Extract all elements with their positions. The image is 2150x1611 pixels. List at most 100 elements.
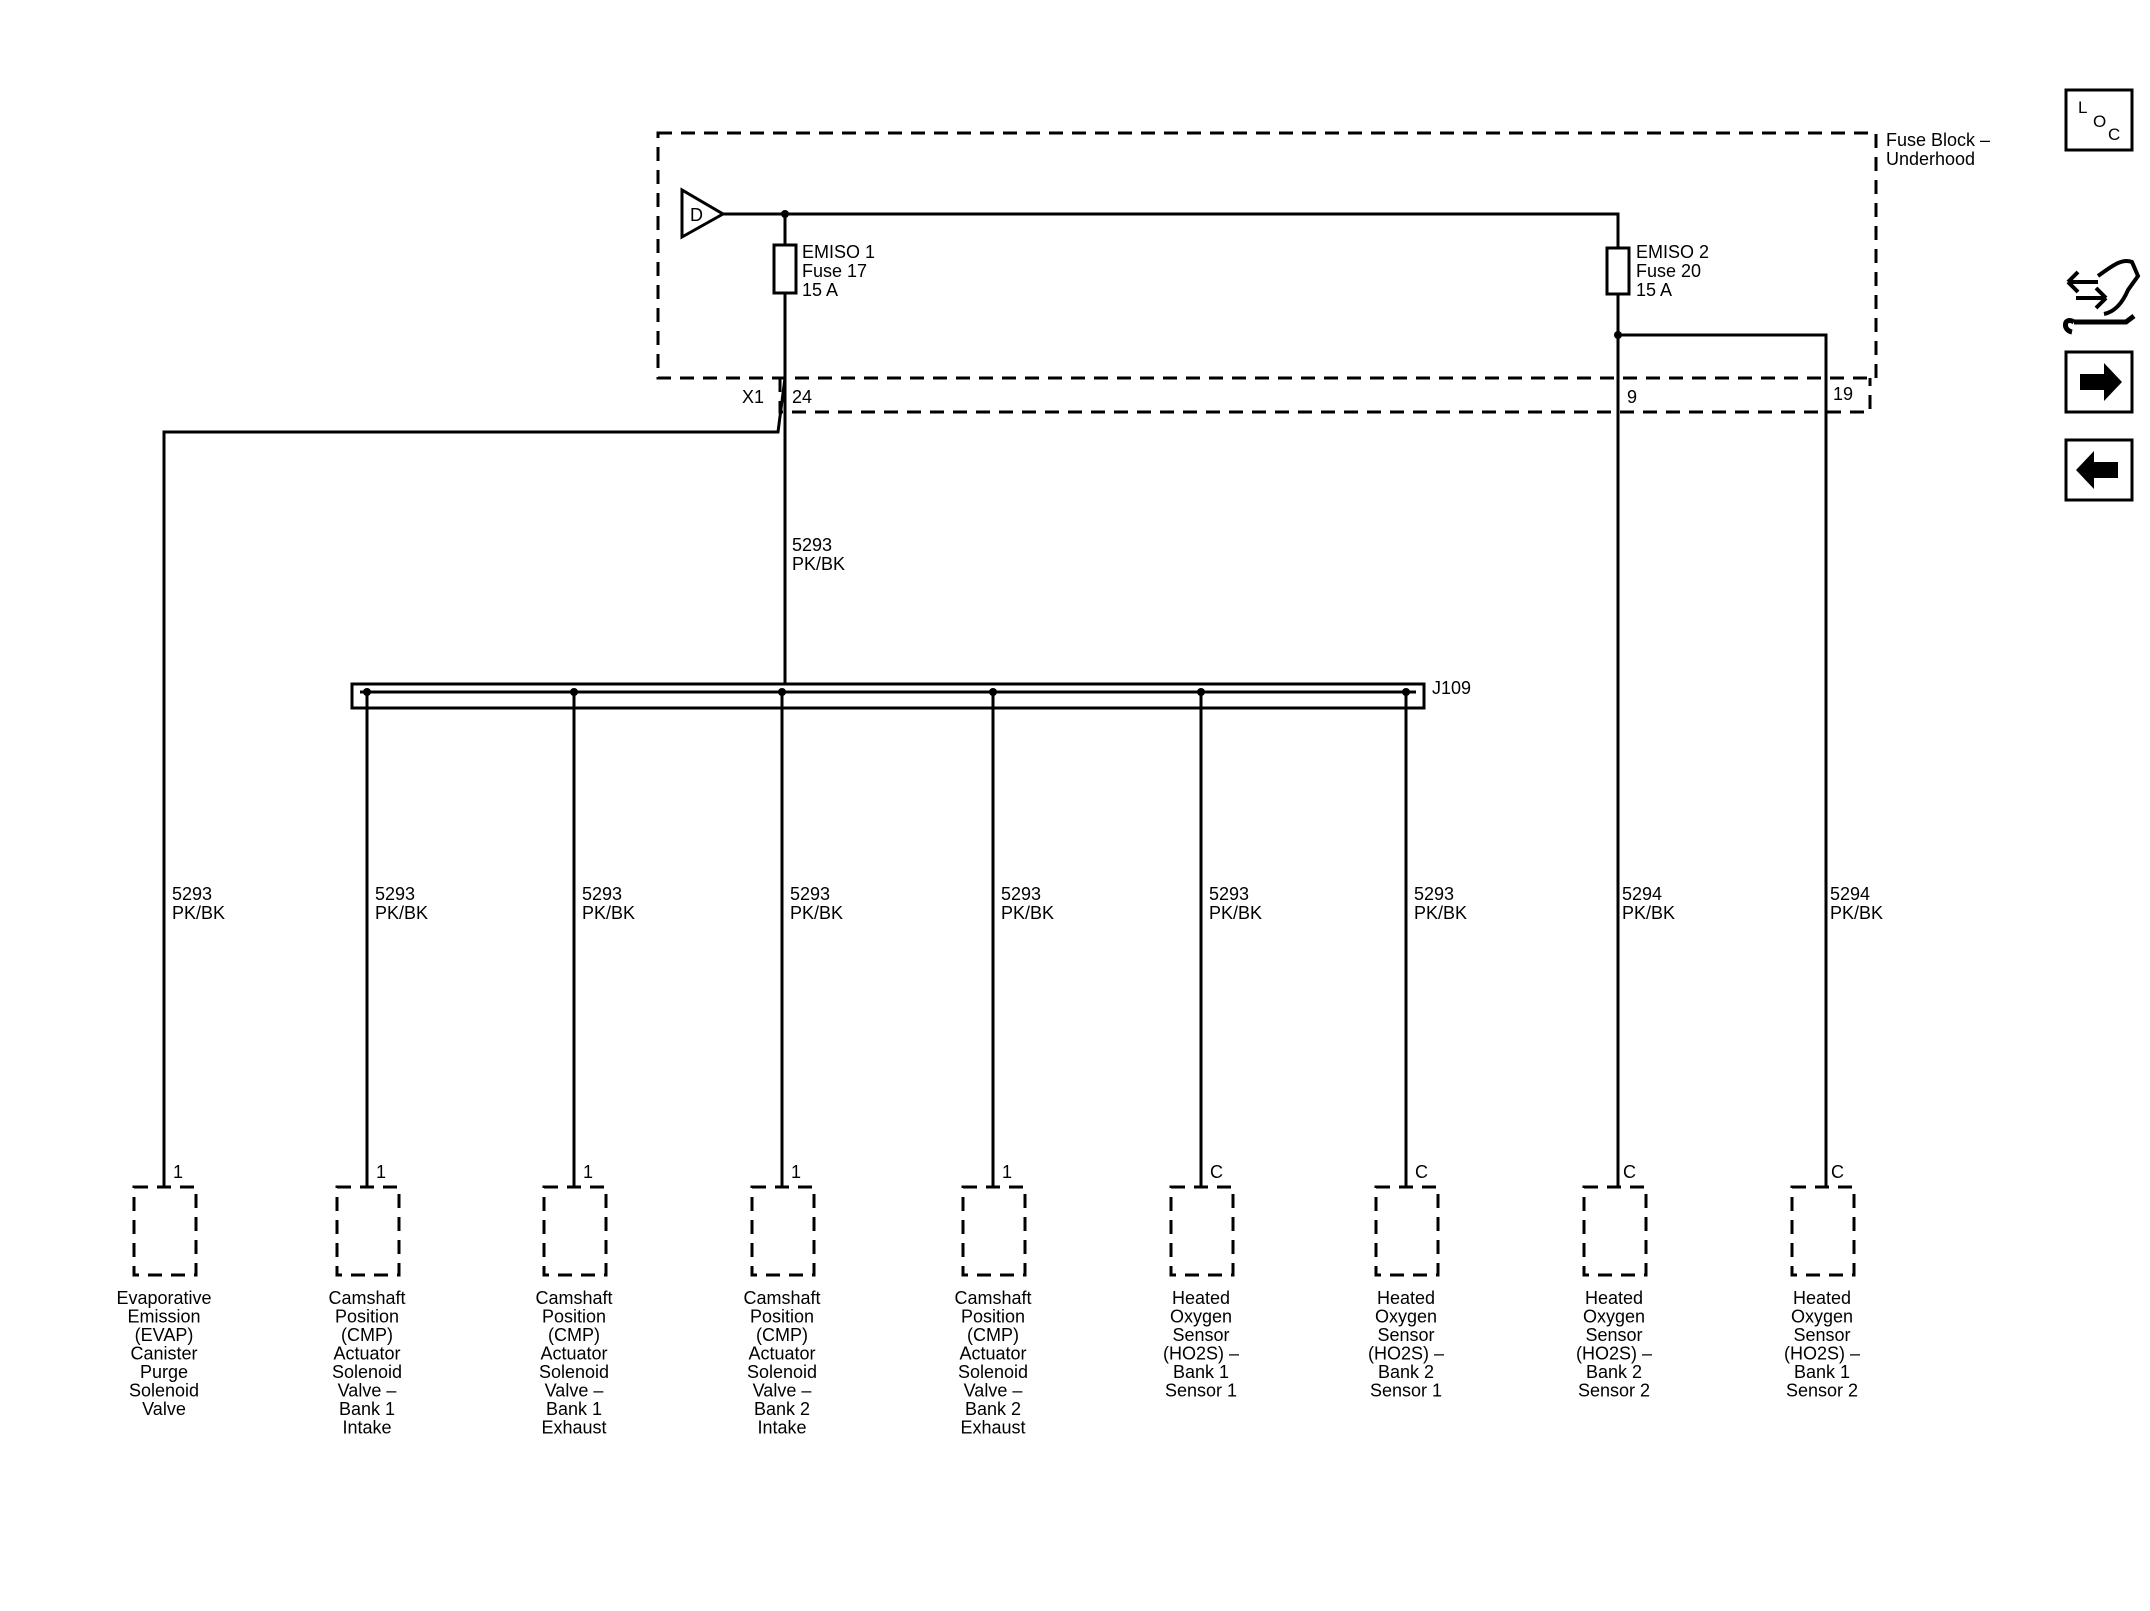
component-box — [1169, 1185, 1235, 1277]
wire-circuit-label: 5293 — [172, 884, 212, 904]
loc-letter-l: L — [2078, 98, 2087, 117]
fuse-17-name: EMISO 1 — [802, 242, 875, 262]
component-name-line: Evaporative — [116, 1288, 211, 1308]
wire-color-label: PK/BK — [1414, 903, 1467, 923]
component-name-line: Bank 1 — [546, 1399, 602, 1419]
splice-junction-dot — [989, 688, 997, 696]
component-name-line: Bank 1 — [339, 1399, 395, 1419]
component-name-line: Solenoid — [539, 1362, 609, 1382]
fuse20-junction-dot — [1614, 331, 1622, 339]
wire-color-label: PK/BK — [1622, 903, 1675, 923]
wire-circuit-label: 5293 — [582, 884, 622, 904]
component-pin-label: C — [1210, 1162, 1223, 1182]
connector-views-icon[interactable] — [2063, 259, 2141, 335]
fuse-block-connector-outline — [778, 378, 1872, 414]
pin-24-label: 24 — [792, 387, 812, 407]
component-pin-label: 1 — [791, 1162, 801, 1182]
pin-9-label: 9 — [1627, 387, 1637, 407]
fuse-20-name: EMISO 2 — [1636, 242, 1709, 262]
splice-j109: J109 — [350, 678, 1471, 710]
previous-page-arrow-icon[interactable] — [2064, 438, 2134, 502]
component-box — [750, 1185, 816, 1277]
location-icon[interactable]: L O C — [2064, 88, 2134, 152]
component-name-line: Position — [750, 1307, 814, 1327]
fuse-17-number: Fuse 17 — [802, 261, 867, 281]
fuse-block: Fuse Block – Underhood D EMISO 1 Fuse 17… — [656, 130, 1990, 414]
component-name-line: Oxygen — [1170, 1307, 1232, 1327]
wire-circuit-label: 5293 — [1414, 884, 1454, 904]
component-name-line: Purge — [140, 1362, 188, 1382]
component-name-line: Sensor — [1793, 1325, 1850, 1345]
component-name-line: Valve — [142, 1399, 186, 1419]
component-name-line: Position — [961, 1307, 1025, 1327]
component-name-line: (HO2S) – — [1784, 1344, 1860, 1364]
circuit-wires — [162, 293, 1828, 1187]
component-name-line: Oxygen — [1791, 1307, 1853, 1327]
wire-circuit-label: 5293 — [1209, 884, 1249, 904]
fuse-block-outline — [656, 131, 1878, 380]
component-pin-label: 1 — [173, 1162, 183, 1182]
component-name-line: Sensor 1 — [1165, 1381, 1237, 1401]
fuse-20-number: Fuse 20 — [1636, 261, 1701, 281]
component-name-line: Actuator — [540, 1344, 607, 1364]
splice-bar — [350, 682, 1426, 710]
component-name-line: Solenoid — [129, 1381, 199, 1401]
component-name-line: Oxygen — [1375, 1307, 1437, 1327]
component-name-line: Bank 2 — [965, 1399, 1021, 1419]
components-layer: 5293PK/BK1EvaporativeEmission(EVAP)Canis… — [116, 688, 1883, 1438]
wire-color-label: PK/BK — [375, 903, 428, 923]
component-name-line: Sensor — [1172, 1325, 1229, 1345]
fuse-block-title-line1: Fuse Block – — [1886, 130, 1990, 150]
component-box — [335, 1185, 401, 1277]
component-name-line: Position — [542, 1307, 606, 1327]
component-pin-label: 1 — [583, 1162, 593, 1182]
component-pin-label: C — [1623, 1162, 1636, 1182]
bus-junction-dot — [781, 210, 789, 218]
component-box — [132, 1185, 198, 1277]
supply-triangle-icon — [680, 187, 727, 240]
component-name-line: Camshaft — [743, 1288, 820, 1308]
splice-name: J109 — [1432, 678, 1471, 698]
wire-circuit-label: 5293 — [790, 884, 830, 904]
component-box — [1374, 1185, 1440, 1277]
component-name-line: Camshaft — [954, 1288, 1031, 1308]
component-name-line: Sensor 1 — [1370, 1381, 1442, 1401]
wire-circuit-label: 5294 — [1622, 884, 1662, 904]
component-name-line: Sensor — [1377, 1325, 1434, 1345]
component-name-line: Emission — [127, 1307, 200, 1327]
component-name-line: Valve – — [753, 1381, 812, 1401]
component-name-line: Solenoid — [332, 1362, 402, 1382]
splice-junction-dot — [1197, 688, 1205, 696]
component-name-line: Actuator — [748, 1344, 815, 1364]
fuse-bus — [723, 212, 1620, 248]
wire-color-label: PK/BK — [790, 903, 843, 923]
splice-junction-dot — [778, 688, 786, 696]
component-box — [542, 1185, 608, 1277]
splice-junction-dot — [1402, 688, 1410, 696]
component-name-line: Heated — [1172, 1288, 1230, 1308]
fuse-20-rating: 15 A — [1636, 280, 1672, 300]
component-name-line: Heated — [1377, 1288, 1435, 1308]
wire-color-label: PK/BK — [1830, 903, 1883, 923]
pin-19-label: 19 — [1833, 384, 1853, 404]
component-name-line: Sensor 2 — [1786, 1381, 1858, 1401]
component-name-line: (CMP) — [967, 1325, 1019, 1345]
component-name-line: (HO2S) – — [1368, 1344, 1444, 1364]
next-page-arrow-icon[interactable] — [2064, 350, 2134, 414]
wire-circuit-label: 5294 — [1830, 884, 1870, 904]
component-name-line: Canister — [130, 1344, 197, 1364]
supply-label: D — [690, 205, 703, 225]
fuse-block-title-line2: Underhood — [1886, 149, 1975, 169]
component-pin-label: 1 — [1002, 1162, 1012, 1182]
wire-fuse20-to-ho2s-b1s2 — [1618, 333, 1828, 1187]
component-name-line: Bank 2 — [754, 1399, 810, 1419]
component-name-line: Actuator — [333, 1344, 400, 1364]
component-name-line: Valve – — [338, 1381, 397, 1401]
component-name-line: (CMP) — [548, 1325, 600, 1345]
component-box — [1790, 1185, 1856, 1277]
wire-color-label: PK/BK — [1209, 903, 1262, 923]
splice-junction-dot — [363, 688, 371, 696]
component-name-line: Exhaust — [541, 1418, 606, 1438]
fuse-20-symbol — [1605, 246, 1631, 296]
component-name-line: Camshaft — [328, 1288, 405, 1308]
